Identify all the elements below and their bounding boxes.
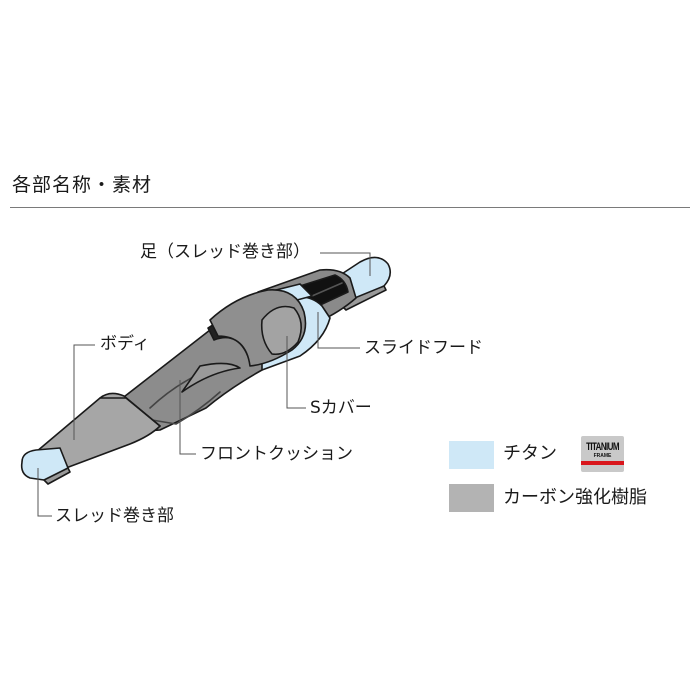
legend-swatch-carbon-resin — [449, 484, 494, 512]
title-divider — [10, 207, 690, 208]
label-s-cover: Sカバー — [310, 398, 372, 418]
label-front-cushion: フロントクッション — [200, 444, 353, 464]
legend-label-titanium: チタン — [503, 443, 557, 464]
titanium-frame-badge: TITANIUM FRAME — [581, 436, 624, 472]
leader-s-cover — [286, 336, 306, 409]
leader-slide-hood — [317, 312, 360, 349]
badge-text-titanium: TITANIUM — [586, 440, 619, 453]
leader-thread-wrap — [37, 468, 52, 517]
label-foot: 足（スレッド巻き部） — [140, 242, 310, 262]
badge-accent-bar — [581, 461, 624, 465]
label-body: ボディ — [100, 334, 150, 354]
legend-label-carbon-resin: カーボン強化樹脂 — [503, 487, 647, 508]
badge-text-frame: FRAME — [593, 453, 612, 459]
leader-foot — [320, 252, 371, 276]
label-slide-hood: スライドフード — [364, 338, 483, 358]
leader-body — [73, 344, 95, 440]
legend-swatch-titanium — [449, 441, 494, 469]
section-title: 各部名称・素材 — [12, 174, 153, 196]
label-thread-wrap: スレッド巻き部 — [55, 506, 174, 526]
leader-front-cushion — [179, 380, 196, 455]
